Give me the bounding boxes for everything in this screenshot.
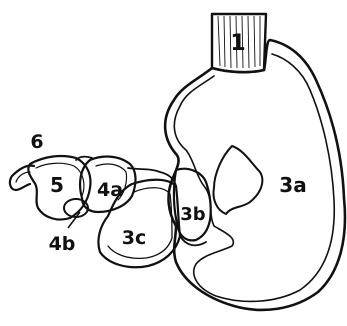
label-5: 5 xyxy=(50,173,64,197)
label-4b: 4b xyxy=(49,233,76,255)
label-esophagus: 1 xyxy=(230,31,245,56)
label-3b: 3b xyxy=(180,204,206,225)
label-6: 6 xyxy=(30,131,43,153)
chamber-6-hook-inner xyxy=(16,172,30,182)
label-4a: 4a xyxy=(97,179,123,201)
chamber-3a-outer-wall xyxy=(165,40,345,310)
label-3a: 3a xyxy=(279,173,306,197)
inner-fold xyxy=(214,146,263,214)
label-3c: 3c xyxy=(122,227,146,249)
chamber-3a-inner-wall xyxy=(174,54,334,301)
